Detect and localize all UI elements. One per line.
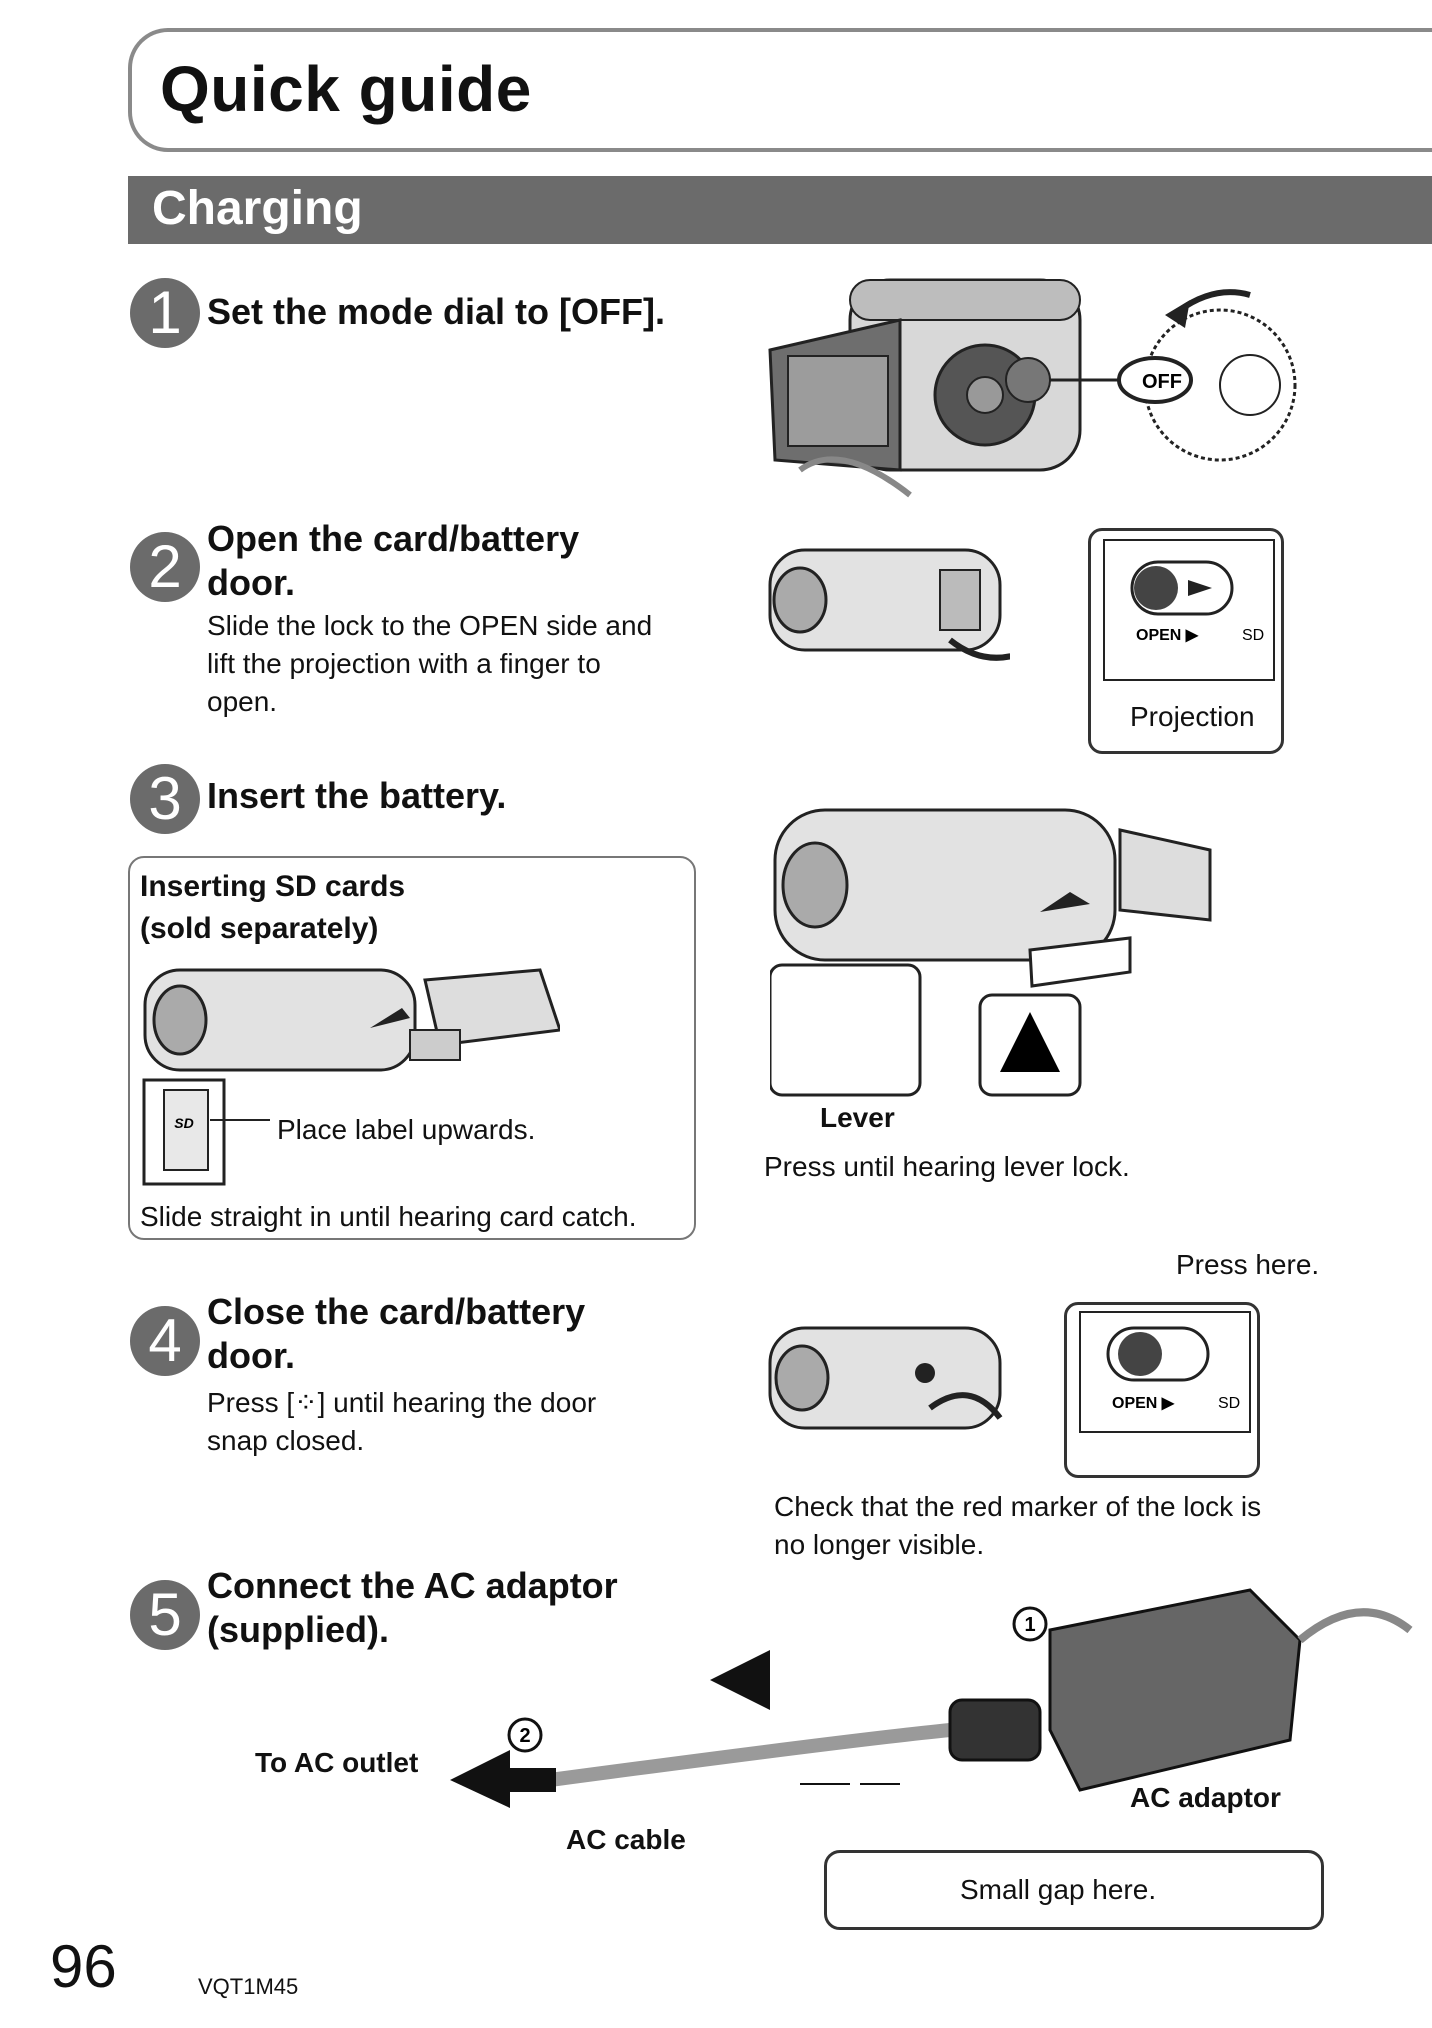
section-title: Charging xyxy=(152,182,363,235)
open-label-2: OPEN ▶ xyxy=(1112,1395,1175,1412)
lever-label: Lever xyxy=(820,1102,895,1133)
ac-adaptor-figure: 2 1 xyxy=(450,1588,1413,1808)
step-4-title-line1: Close the card/battery xyxy=(207,1291,586,1332)
step-3-title: Insert the battery. xyxy=(207,775,507,816)
small-gap-callout xyxy=(824,1850,1324,1930)
press-here-label: Press here. xyxy=(1176,1249,1320,1280)
camcorder-illustration xyxy=(768,278,1082,498)
step-5-number: 5 xyxy=(130,1580,200,1650)
sd-box-footer: Slide straight in until hearing card cat… xyxy=(140,1201,637,1232)
sd-insert-figure: SD xyxy=(142,968,560,1186)
sd-box-title-line1: Inserting SD cards xyxy=(140,870,406,903)
step-2-title-line2: door. xyxy=(207,562,295,603)
mode-dial-icon: OFF xyxy=(1117,289,1297,462)
sd-card-icon: SD xyxy=(142,1078,226,1186)
section-bar xyxy=(128,176,1432,244)
ac-adaptor-label: AC adaptor xyxy=(1130,1782,1281,1813)
step-4-desc-line1: Press [⁘] until hearing the door xyxy=(207,1387,597,1418)
step-2-number: 2 xyxy=(130,532,200,602)
projection-label: Projection xyxy=(1130,701,1255,732)
document-code: VQT1M45 xyxy=(198,1974,299,1999)
ac-cable-label: AC cable xyxy=(566,1824,686,1855)
cable-plug xyxy=(948,1698,1042,1762)
close-door-figure xyxy=(768,1326,1003,1430)
sd-card-logo: SD xyxy=(174,1115,193,1131)
step-2-title-line1: Open the card/battery xyxy=(207,518,580,559)
step-2-desc-line1: Slide the lock to the OPEN side and xyxy=(207,610,653,641)
to-ac-outlet-label: To AC outlet xyxy=(255,1747,419,1778)
battery-insert-figure xyxy=(770,808,1212,1097)
to-outlet-arrow xyxy=(450,1750,510,1808)
open-door-figure xyxy=(768,548,1010,661)
camcorder-mode-dial-figure: OFF xyxy=(768,278,1297,498)
marker-2-circle xyxy=(507,1717,543,1753)
red-marker-note-line1: Check that the red marker of the lock is xyxy=(774,1491,1262,1522)
step-3-number: 3 xyxy=(130,764,200,834)
dial-off-label: OFF xyxy=(1142,371,1182,393)
lock-closed-detail: OPEN ▶ SD xyxy=(1079,1311,1251,1433)
lock-detail-figure: OPEN ▶ SD xyxy=(1103,539,1275,681)
step-2-desc-line2: lift the projection with a finger to xyxy=(207,648,601,679)
sd-label-2: SD xyxy=(1218,1395,1240,1412)
step-5-title-line1: Connect the AC adaptor xyxy=(207,1565,618,1606)
sd-card-info-box xyxy=(128,856,696,1240)
page-title: Quick guide xyxy=(160,53,532,125)
ac-cable-line xyxy=(549,1723,951,1787)
open-label: OPEN ▶ xyxy=(1136,627,1199,644)
place-label-note: Place label upwards. xyxy=(277,1114,536,1145)
step-1-number: 1 xyxy=(130,278,200,348)
marker-2-label: 2 xyxy=(519,1725,530,1747)
ac-adaptor-body xyxy=(1048,1588,1302,1792)
title-frame xyxy=(128,28,1432,152)
sd-box-title-line2: (sold separately) xyxy=(140,912,379,945)
page-number: 96 xyxy=(50,1933,117,2000)
step-1-title: Set the mode dial to [OFF]. xyxy=(207,291,665,332)
step-4-number: 4 xyxy=(130,1306,200,1376)
step-4-title-line2: door. xyxy=(207,1335,295,1376)
marker-1-circle xyxy=(1012,1606,1048,1642)
lever-note: Press until hearing lever lock. xyxy=(764,1151,1130,1182)
sd-label: SD xyxy=(1242,627,1264,644)
step-5-title-line2: (supplied). xyxy=(207,1609,389,1650)
step-4-desc-line2: snap closed. xyxy=(207,1425,365,1456)
red-marker-note-line2: no longer visible. xyxy=(774,1529,985,1560)
marker-1-label: 1 xyxy=(1024,1614,1035,1636)
step-2-desc-line3: open. xyxy=(207,686,278,717)
small-gap-label: Small gap here. xyxy=(960,1874,1157,1905)
